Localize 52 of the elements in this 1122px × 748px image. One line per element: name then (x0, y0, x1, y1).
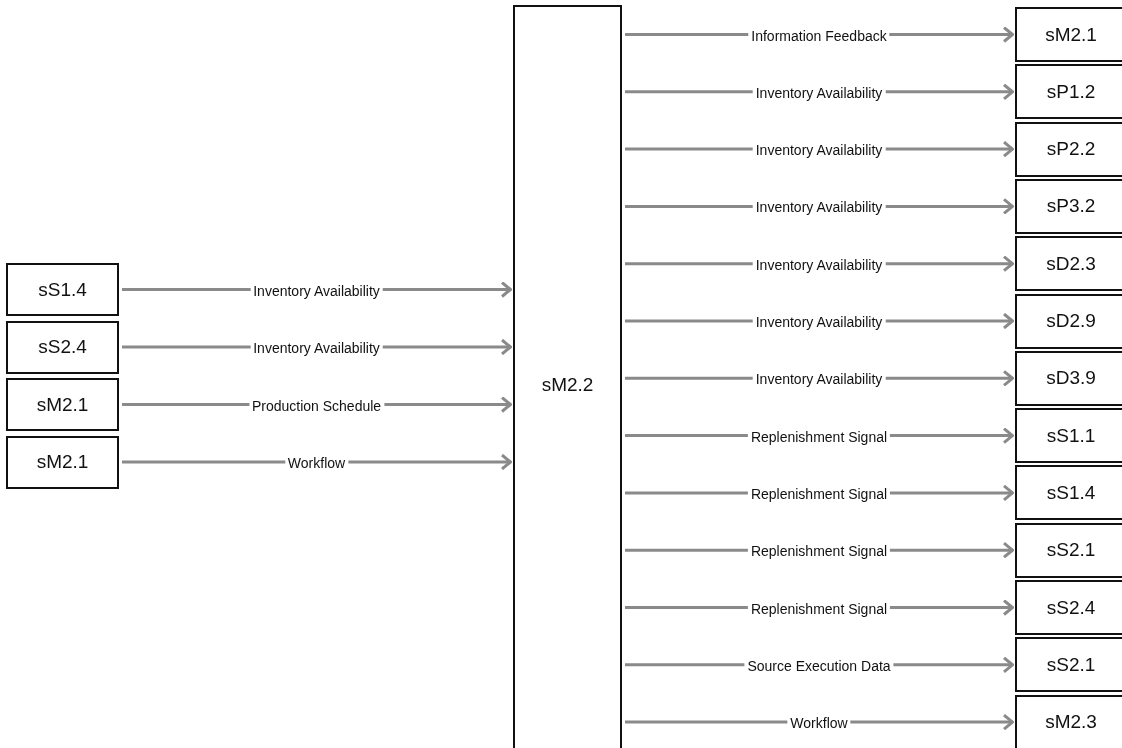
box-label: sM2.1 (36, 451, 89, 473)
edge-label: Replenishment Signal (747, 543, 891, 560)
edge-label: Workflow (284, 455, 349, 471)
box-label: sS2.4 (38, 336, 87, 358)
box-label: sS1.4 (38, 278, 87, 301)
process-box (1015, 522, 1122, 578)
box-label: sM2.1 (36, 393, 89, 416)
edge-label: Information Feedback (748, 27, 890, 44)
box-label: sS2.1 (1046, 539, 1096, 562)
box-label: sS2.1 (1046, 653, 1096, 676)
edge-label: Inventory Availability (752, 199, 886, 216)
process-box (6, 435, 119, 489)
process-box (6, 320, 119, 374)
edge-label: Inventory Availability (250, 282, 383, 299)
edge-label: Source Execution Data (744, 657, 894, 674)
box-label: sP1.2 (1046, 80, 1096, 103)
box-label: sD2.9 (1046, 310, 1096, 332)
process-box (1015, 350, 1122, 406)
box-label: sS1.4 (1046, 481, 1096, 504)
process-box (1015, 408, 1122, 464)
process-box (1015, 121, 1122, 177)
process-bar (513, 5, 622, 748)
box-label: sM2.1 (1045, 23, 1097, 46)
edge-label: Inventory Availability (752, 256, 886, 273)
process-box (6, 263, 119, 316)
box-label: sP2.2 (1046, 138, 1096, 161)
process-box (1015, 236, 1122, 292)
box-label: sM2.2 (541, 374, 594, 396)
box-label: sD2.3 (1046, 252, 1096, 275)
edge-label: Replenishment Signal (747, 485, 891, 502)
process-box (1015, 178, 1122, 234)
process-box (1015, 293, 1122, 349)
process-box (1015, 7, 1122, 62)
process-box (1015, 465, 1122, 521)
edge-label: Replenishment Signal (747, 428, 891, 445)
box-label: sS1.1 (1046, 424, 1096, 447)
process-box (1015, 64, 1122, 120)
edge-label: Inventory Availability (752, 314, 886, 330)
edge-label: Inventory Availability (752, 84, 886, 101)
edge-label: Inventory Availability (250, 340, 383, 356)
box-label: sD3.9 (1046, 367, 1096, 390)
process-box (1015, 580, 1122, 635)
edge-label: Inventory Availability (752, 142, 886, 159)
box-label: sS2.4 (1046, 596, 1096, 619)
process-box (1015, 637, 1122, 693)
edge-label: Inventory Availability (752, 371, 886, 388)
edge-label: Replenishment Signal (747, 600, 891, 617)
box-label: sP3.2 (1046, 195, 1096, 218)
process-box (6, 378, 119, 431)
box-label: sM2.3 (1045, 711, 1097, 734)
edge-label: Production Schedule (248, 397, 385, 414)
process-box (1015, 694, 1122, 748)
